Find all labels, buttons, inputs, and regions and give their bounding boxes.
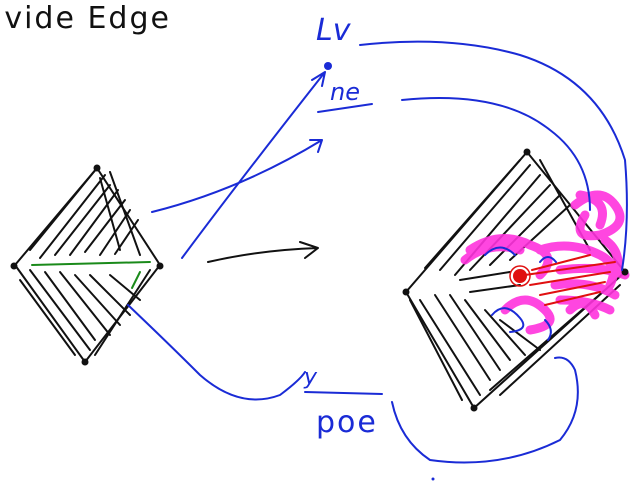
vertex-bottom-right-shape <box>470 404 478 412</box>
poe-underline <box>304 391 383 395</box>
vertex-top-left-shape <box>93 164 101 172</box>
curve-ne-to-right <box>401 97 591 211</box>
vertex-right-left-shape <box>156 262 164 270</box>
label-poe: poe <box>316 405 378 440</box>
curve-poe-to-right <box>391 356 579 464</box>
lv-point <box>324 62 332 70</box>
ne-underline <box>317 103 373 113</box>
red-edges <box>524 254 616 306</box>
vertex-bottom-left-shape <box>81 358 89 366</box>
pink-scribble <box>460 190 630 335</box>
label-lv: Lv <box>316 13 352 48</box>
curve-lv-to-right <box>359 40 628 271</box>
arrow-to-ne <box>151 139 323 213</box>
red-center-point <box>513 269 527 283</box>
middle-arrow <box>207 241 319 263</box>
vertex-left-right-shape <box>402 288 410 296</box>
curve-left-to-poe <box>127 304 306 401</box>
vertex-right-right-shape <box>621 268 629 276</box>
right-shape-vertices <box>402 148 629 412</box>
stray-dot <box>431 477 435 481</box>
title-handwriting: ivide Edge <box>0 1 171 36</box>
label-y: y <box>303 365 318 390</box>
left-shape <box>13 166 162 364</box>
arrow-to-lv <box>181 71 326 259</box>
vertex-top-right-shape <box>523 148 531 156</box>
vertex-left-left-shape <box>10 262 18 270</box>
blue-arrows <box>127 40 628 464</box>
left-shape-vertices <box>10 164 164 366</box>
label-ne: ne <box>330 78 360 106</box>
blue-small-loops <box>484 246 557 341</box>
red-center-ring <box>509 265 531 287</box>
